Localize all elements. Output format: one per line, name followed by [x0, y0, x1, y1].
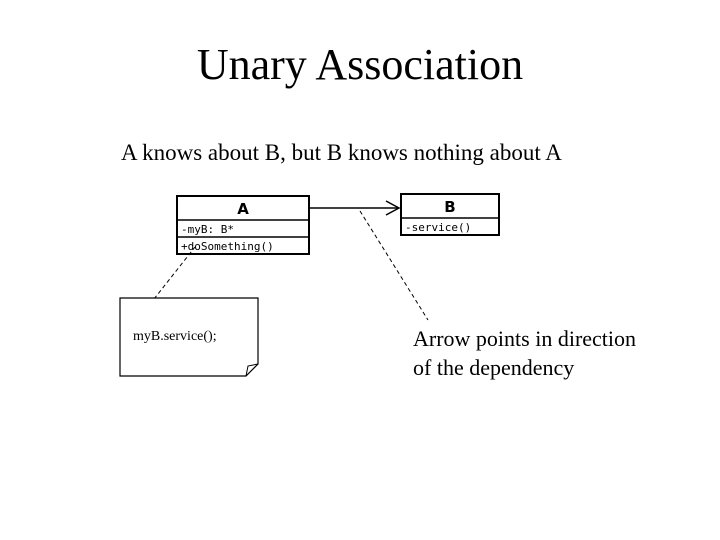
page-title: Unary Association [196, 40, 524, 89]
note-box: myB.service(); [119, 297, 259, 377]
class-a-attribute: -myB: B* [181, 223, 234, 236]
class-a-box: A -myB: B* +doSomething() [176, 195, 310, 255]
subtitle: A knows about B, but B knows nothing abo… [121, 140, 562, 165]
caption-line-2: of the dependency [413, 355, 575, 380]
caption: Arrow points in direction of the depende… [413, 324, 636, 382]
caption-line-1: Arrow points in direction [413, 326, 637, 351]
class-a-name: A [237, 200, 249, 218]
note-text: myB.service(); [133, 329, 217, 344]
note-anchor-line [153, 246, 196, 300]
class-b-box: B -service() [400, 193, 500, 236]
class-b-name: B [444, 198, 455, 216]
caption-leader-line [359, 210, 429, 321]
class-b-operation: -service() [405, 221, 471, 234]
class-a-operation: +doSomething() [181, 240, 274, 253]
association-arrow [309, 200, 401, 216]
